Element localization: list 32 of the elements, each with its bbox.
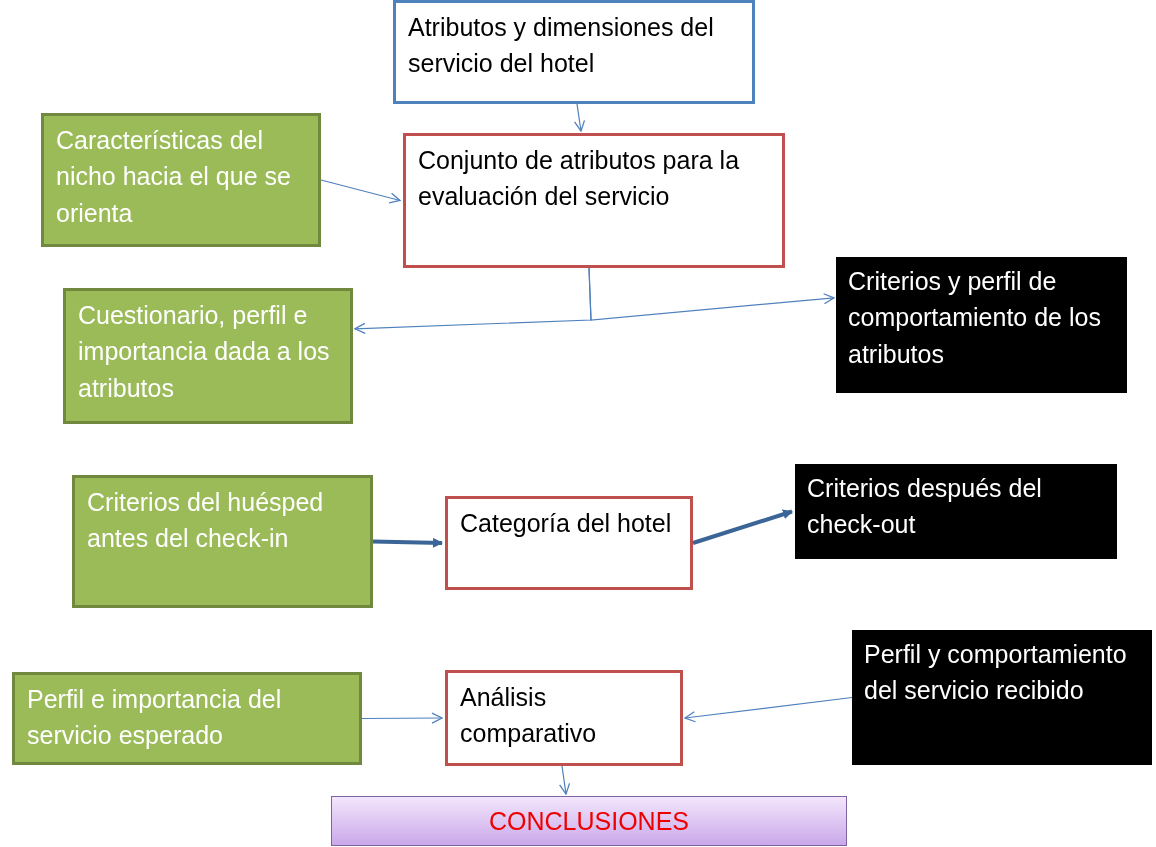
box-label: Perfil y comportamiento del servicio recibido [864, 639, 1128, 707]
process-box [445, 670, 683, 766]
output-box [836, 257, 1127, 393]
box-label: Criterios y perfil de comportamiento de los atributos [848, 266, 1102, 370]
input-box [12, 672, 362, 765]
arrow [573, 103, 586, 132]
arrow [320, 179, 401, 204]
process-box [403, 133, 785, 268]
box-label: Atributos y dimensiones del servicio del hotel [408, 12, 715, 80]
box-label: Categoría del hotel [460, 508, 673, 539]
box-label: Criterios del huésped antes del check-in [87, 487, 325, 555]
arrow [372, 537, 443, 548]
output-box [795, 464, 1117, 559]
arrow [684, 696, 853, 723]
arrow [588, 267, 835, 321]
input-box [63, 288, 353, 424]
box-label: Cuestionario, perfil e importancia dada a los atributos [78, 300, 331, 404]
input-box [72, 475, 373, 608]
output-box [852, 630, 1152, 765]
arrow [361, 712, 443, 724]
process-box [393, 0, 755, 104]
process-box [445, 496, 693, 590]
box-label: Características del nicho hacia el que se orienta [56, 125, 292, 229]
box-label: Perfil e importancia del servicio esperado [27, 684, 283, 752]
box-label: Criterios después del check-out [807, 473, 1043, 541]
result-box [331, 796, 847, 846]
box-label: CONCLUSIONES [487, 806, 690, 837]
input-box [41, 113, 321, 247]
arrow [559, 765, 571, 795]
box-label: Conjunto de atributos para la evaluación del servicio [418, 145, 741, 213]
box-label: Análisis comparativo [460, 682, 598, 750]
arrow [692, 509, 793, 545]
